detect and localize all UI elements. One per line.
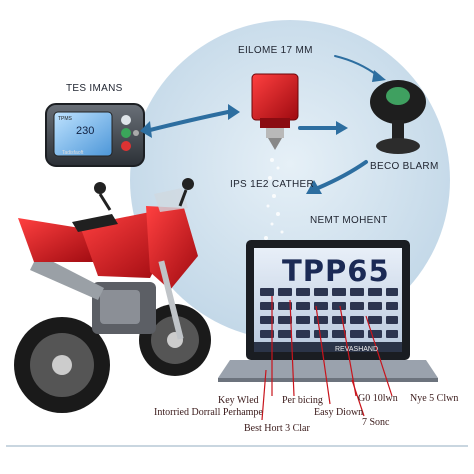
label-top-center: EILOME 17 MM [238, 45, 313, 56]
tpms-device-icon [45, 103, 145, 167]
arrow-heads [140, 70, 386, 194]
alarm-mirror-icon [370, 80, 426, 154]
motorcycle-image [14, 178, 211, 413]
label-best-hort: Best Hort 3 Clar [244, 423, 310, 434]
callout-lines [261, 296, 393, 421]
bottom-frame-line [6, 445, 468, 447]
device-footer-label: Tadisfaoft [62, 150, 84, 156]
label-go-10lwn: G0 10lwn [358, 393, 398, 404]
label-right-alarm: BECO BLARM [370, 161, 439, 172]
label-mid-catcher: IPS 1E2 CATHER [230, 179, 315, 190]
label-intorried: Intorried Dorrall Perhampe [154, 407, 263, 418]
label-mid-moment: NEMT MOHENT [310, 215, 388, 226]
label-key-wed: Key Wled [218, 395, 259, 406]
laptop-overlay-label: REVASHAND [335, 346, 379, 353]
laptop-screen-title: TPP65 [282, 254, 390, 288]
label-easy-diown: Easy Diown [314, 407, 364, 418]
red-sensor-icon [251, 73, 299, 240]
label-per-bicing: Per bicing [282, 395, 323, 406]
laptop-image [218, 240, 438, 382]
device-brand-label: TPMS [58, 116, 72, 122]
label-sonc: 7 Sonc [362, 417, 390, 428]
label-top-left: TES IMANS [66, 83, 123, 94]
device-reading: 230 [76, 125, 95, 137]
label-nye-clwn: Nye 5 Clwn [410, 393, 459, 404]
